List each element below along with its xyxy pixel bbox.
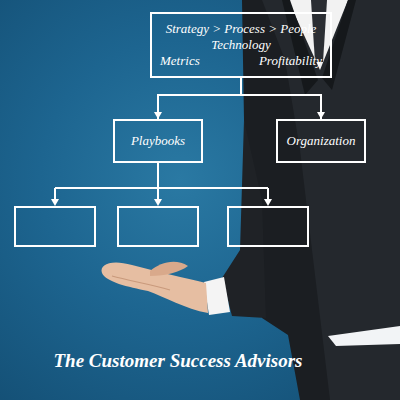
connector (241, 78, 325, 119)
lapel (282, 0, 318, 95)
box-label: Technology (211, 37, 270, 53)
process-box: Playbooks (113, 119, 203, 163)
empty-box (15, 207, 308, 246)
thumb (150, 262, 188, 276)
box-label: Profitability (259, 53, 322, 69)
open-hand (102, 262, 208, 313)
suit-jacket (242, 0, 400, 400)
connector (154, 78, 241, 119)
text-row: Technology (160, 37, 322, 53)
box-label: Playbooks (131, 133, 185, 149)
connector-line (158, 78, 241, 119)
arrowhead (317, 112, 325, 119)
text-row: Playbooks (123, 133, 193, 149)
text-row: Strategy > Process > People (160, 21, 322, 37)
tree-lines (55, 163, 268, 200)
connector-line (241, 78, 321, 119)
text-row: Metrics Profitability (160, 53, 322, 69)
paper-sheet (328, 326, 400, 346)
shirt-cuff (204, 277, 230, 315)
box-label: Metrics (160, 53, 200, 69)
arrowheads (51, 199, 272, 206)
arrowhead (154, 112, 162, 119)
process-box: Organization (276, 119, 366, 163)
process-box: Strategy > Process > PeopleTechnologyMet… (150, 12, 332, 78)
text-row: Organization (286, 133, 356, 149)
box-label: Organization (287, 133, 356, 149)
box-label: Strategy > Process > People (166, 21, 317, 37)
caption: The Customer Success Advisors (18, 350, 338, 372)
palm-crease (112, 276, 170, 290)
